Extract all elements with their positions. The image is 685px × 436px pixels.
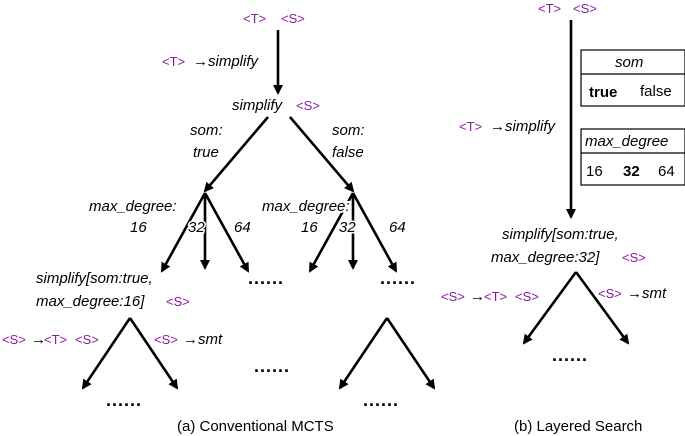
mcts-md-right-64 xyxy=(351,192,398,273)
mcts-leaf-line1: simplify[som:true, xyxy=(36,270,153,287)
mcts-dots-mid-1: ...... xyxy=(248,268,284,288)
mcts-md-right-label: max_degree: xyxy=(262,198,350,215)
layered-caption: (b) Layered Search xyxy=(514,418,642,435)
mcts-root-t-tag: <T> xyxy=(243,11,266,26)
mcts-md-left-label: max_degree: xyxy=(89,198,177,215)
layered-sub-right-word: smt xyxy=(642,285,667,302)
mcts-sub2-arrow-r xyxy=(385,317,436,390)
mcts-branch-som-true xyxy=(203,116,269,193)
layered-sub-arrow-l xyxy=(522,271,578,345)
layered-edge-t-tag: <T> xyxy=(459,119,482,134)
layered-root-s-tag: <S> xyxy=(573,1,597,16)
som-table: som true false xyxy=(580,49,685,107)
mcts-sub-right-s-tag: <S> xyxy=(154,332,178,347)
layered-sub-left-arrow: → xyxy=(470,288,485,305)
layered-node-s-tag: <S> xyxy=(622,250,646,265)
mcts-sub-left-s-tag: <S> xyxy=(2,332,26,347)
layered-panel: <T> <S> som true false max_degree 16 32 … xyxy=(441,1,685,435)
mcts-sub-right-arrow: → xyxy=(183,331,198,348)
layered-sub-left-t-tag: <T> xyxy=(484,289,507,304)
layered-node-line2: max_degree:32] xyxy=(491,249,600,266)
mcts-som-true-label-1: som: xyxy=(190,122,223,139)
som-table-false: false xyxy=(640,83,672,100)
mcts-edge1-t-tag: <T> xyxy=(162,54,185,69)
layered-sub-left-s2-tag: <S> xyxy=(515,289,539,304)
mcts-panel: <T> <S> <T> → simplify simplify <S> som:… xyxy=(2,11,436,435)
mcts-sub-left-arrow-r xyxy=(128,317,179,390)
layered-node-line1: simplify[som:true, xyxy=(502,226,619,243)
mcts-sub-left-s2-tag: <S> xyxy=(75,332,99,347)
max-degree-table: max_degree 16 32 64 xyxy=(580,128,685,186)
mcts-md-right-64-label: 64 xyxy=(389,219,406,236)
mcts-edge1-arrow: → xyxy=(193,53,208,70)
layered-sub-right-s-tag: <S> xyxy=(598,286,622,301)
layered-sub-arrow-r xyxy=(574,271,630,345)
mcts-som-false-label-2: false xyxy=(332,144,364,161)
mcts-sub-left-arrow1: → xyxy=(31,331,46,348)
mcts-sub2-arrow-l xyxy=(338,317,389,390)
md-table-header: max_degree xyxy=(585,133,668,150)
md-table-32: 32 xyxy=(623,163,640,180)
layered-sub-left-s-tag: <S> xyxy=(441,289,465,304)
layered-edge-arrow: → xyxy=(490,118,505,135)
mcts-som-true-label-2: true xyxy=(193,144,219,161)
som-table-true: true xyxy=(589,84,617,101)
layered-root-t-tag: <T> xyxy=(538,1,561,16)
mcts-edge1-word: simplify xyxy=(208,53,260,70)
mcts-leaf-s-tag: <S> xyxy=(166,294,190,309)
mcts-md-left-16 xyxy=(160,192,207,273)
mcts-dots-bottom-1: ...... xyxy=(106,390,142,410)
mcts-md-left-64-label: 64 xyxy=(234,219,251,236)
mcts-md-left-64 xyxy=(203,192,250,273)
mcts-dots-middle-lower: ...... xyxy=(254,356,290,376)
mcts-node1-word: simplify xyxy=(232,97,284,114)
mcts-sub-left-t-tag: <T> xyxy=(44,332,67,347)
mcts-leaf-line2: max_degree:16] xyxy=(36,293,145,310)
layered-dots: ...... xyxy=(552,345,588,365)
mcts-md-left-32-label: 32 xyxy=(188,219,205,236)
mcts-md-left-16-label: 16 xyxy=(130,219,147,236)
mcts-md-right-16 xyxy=(308,192,355,273)
mcts-dots-mid-2: ...... xyxy=(380,268,416,288)
md-table-64: 64 xyxy=(658,163,675,180)
mcts-som-false-label-1: som: xyxy=(332,122,365,139)
som-table-header: som xyxy=(615,54,643,71)
mcts-caption: (a) Conventional MCTS xyxy=(177,418,334,435)
mcts-sub-right-word: smt xyxy=(198,331,223,348)
mcts-branch-som-false xyxy=(289,116,355,193)
mcts-sub-left-arrow-l xyxy=(81,317,132,390)
mcts-node1-s-tag: <S> xyxy=(296,98,320,113)
mcts-root-s-tag: <S> xyxy=(281,11,305,26)
layered-sub-right-arrow: → xyxy=(627,285,642,302)
layered-edge-word: simplify xyxy=(505,118,557,135)
mcts-md-right-32-label: 32 xyxy=(339,219,356,236)
mcts-dots-bottom-2: ...... xyxy=(363,390,399,410)
mcts-md-right-16-label: 16 xyxy=(301,219,318,236)
md-table-16: 16 xyxy=(586,163,603,180)
